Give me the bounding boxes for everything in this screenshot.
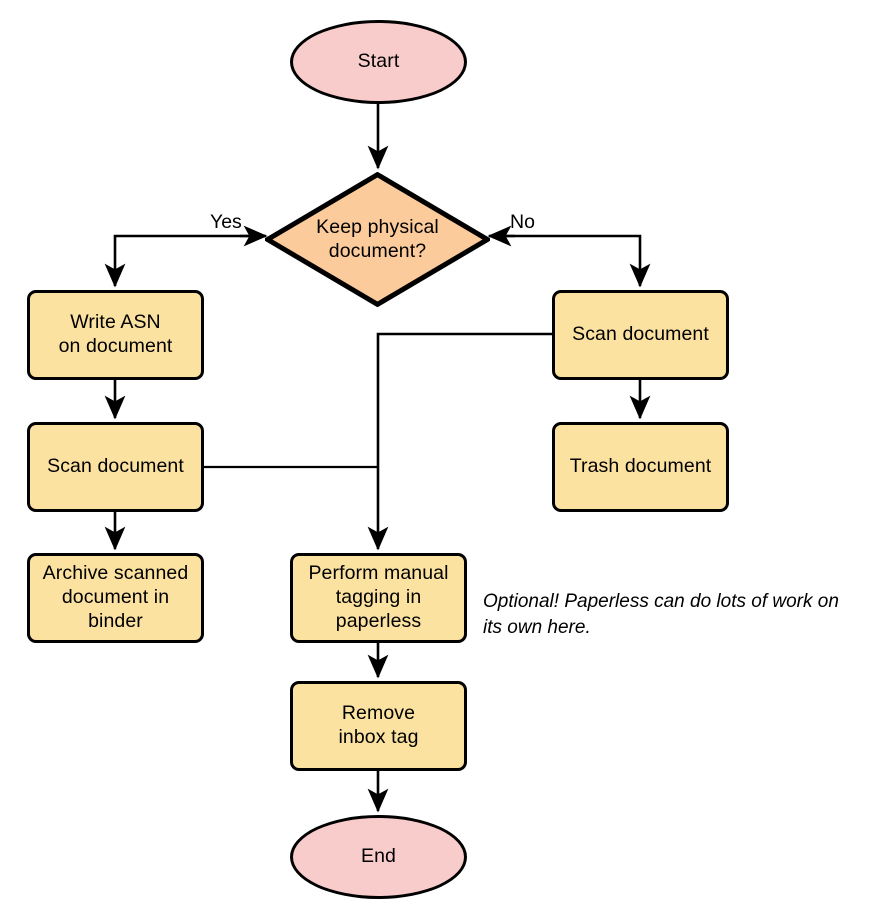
node-trash-document-label: Trash document [569, 455, 712, 478]
edge-decision-to-scan-right [490, 234, 651, 288]
node-manual-tagging-label: Perform manual tagging in paperless [308, 562, 449, 632]
node-write-asn-label: Write ASN on document [58, 311, 173, 357]
node-archive-scanned-document-in-binder[interactable]: Archive scanned document in binder [27, 553, 204, 643]
node-perform-manual-tagging[interactable]: Perform manual tagging in paperless [290, 553, 467, 643]
edge-label-yes: Yes [210, 211, 242, 233]
node-start[interactable]: Start [290, 20, 467, 104]
edge-decision-to-write-asn [104, 234, 265, 288]
node-remove-inbox-tag[interactable]: Remove inbox tag [290, 681, 467, 771]
node-end-label: End [361, 845, 396, 868]
node-trash-document[interactable]: Trash document [552, 422, 729, 512]
node-decision-keep-physical-document[interactable]: Keep physical document? [265, 172, 490, 307]
node-scan-document-left[interactable]: Scan document [27, 422, 204, 512]
node-scan-document-right[interactable]: Scan document [552, 290, 729, 380]
diamond-shape [265, 172, 490, 307]
node-start-label: Start [357, 50, 400, 73]
node-scan-document-left-label: Scan document [47, 455, 184, 478]
edge-scan-right-to-manual-tagging [367, 332, 552, 551]
node-decision-label: Keep physical document? [316, 215, 439, 262]
node-archive-binder-label: Archive scanned document in binder [42, 562, 189, 632]
node-end[interactable]: End [290, 815, 467, 899]
edge-label-no: No [510, 211, 535, 233]
node-remove-inbox-label: Remove inbox tag [338, 702, 419, 748]
node-write-asn-on-document[interactable]: Write ASN on document [27, 290, 204, 380]
node-scan-document-right-label: Scan document [572, 323, 709, 346]
annotation-optional-note: Optional! Paperless can do lots of work … [483, 591, 839, 638]
